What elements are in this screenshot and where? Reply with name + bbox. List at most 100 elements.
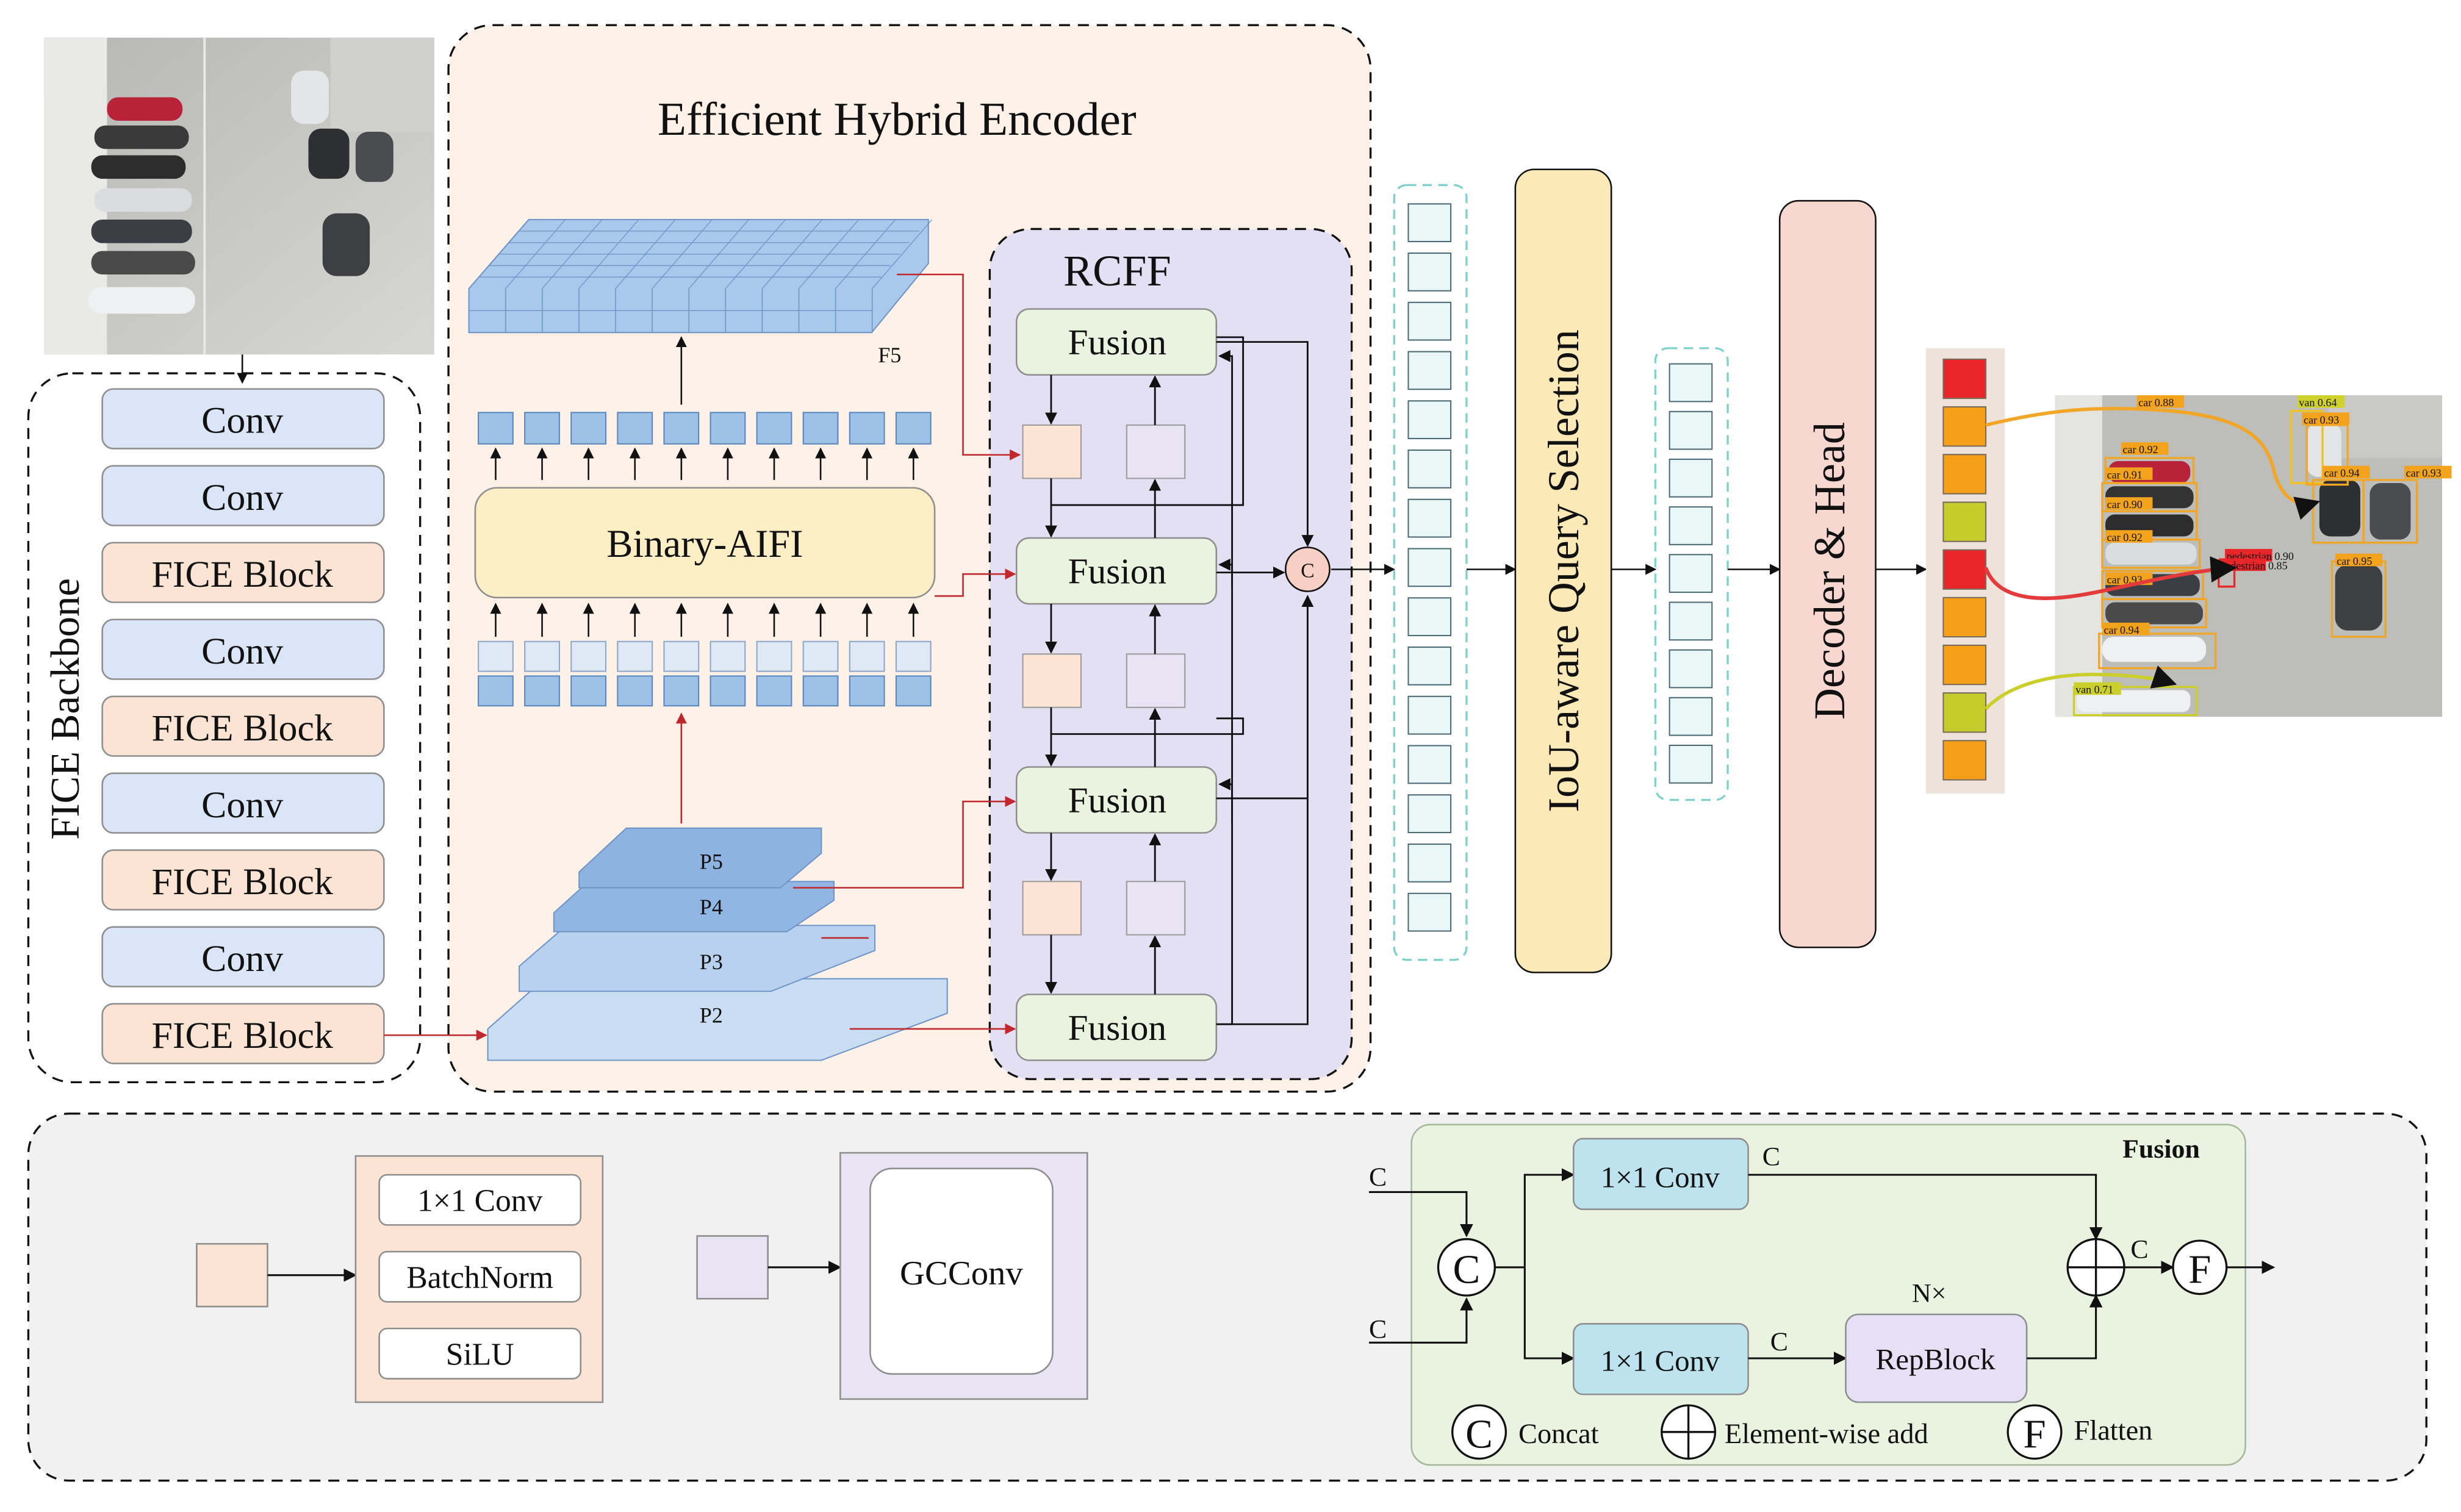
detection-label-bg <box>2404 465 2452 479</box>
query-token <box>1669 410 1713 450</box>
encoder-token <box>1407 450 1452 489</box>
backbone-frame <box>27 372 422 1084</box>
output-slot <box>1942 501 1987 542</box>
output-slot <box>1942 454 1987 495</box>
aifi-input-token <box>478 640 514 672</box>
detection-box <box>2072 686 2198 717</box>
aifi-input-token <box>617 675 653 707</box>
aifi-input-token <box>895 640 932 672</box>
output-slot <box>1942 597 1987 638</box>
detection-box <box>2101 598 2207 629</box>
query-token <box>1669 697 1713 736</box>
rcff-lavender-square <box>1126 881 1186 936</box>
rcff-fusion-block <box>1015 994 1218 1061</box>
detection-label: car 0.94 <box>2324 467 2360 479</box>
rcff-peach-square <box>1022 424 1082 479</box>
feature-pyramid: P5 P4 P3 P2 <box>487 827 948 1061</box>
detection-label: car 0.92 <box>2107 531 2143 543</box>
encoder-token <box>1407 597 1452 637</box>
rcff-lavender-square <box>1126 424 1186 479</box>
detection-label: van 0.71 <box>2075 684 2113 696</box>
encoder-token <box>1407 843 1452 883</box>
detection-label-bg <box>2105 530 2153 543</box>
aifi-output-token <box>710 412 746 445</box>
legend-gcconv-label: GCConv <box>900 1255 1023 1292</box>
query-token <box>1669 458 1713 498</box>
output-slot <box>1942 549 1987 590</box>
key-flatten-label: Flatten <box>2074 1416 2152 1447</box>
decoder-head-block <box>1778 199 1877 948</box>
legend-conv-item <box>378 1173 582 1226</box>
key-concat-icon <box>1451 1404 1507 1460</box>
encoder-title: Efficient Hybrid Encoder <box>658 93 1137 145</box>
detection-label: car 0.94 <box>2104 624 2139 636</box>
p2-label: P2 <box>700 1003 723 1028</box>
encoder-token <box>1407 647 1452 686</box>
fusion-conv-bottom-c: C <box>1770 1327 1788 1356</box>
encoder-token <box>1407 498 1452 538</box>
backbone-layer-label: FICE Block <box>151 1015 333 1056</box>
rcff-fusion-block <box>1015 766 1218 834</box>
fusion-repeat-label: N× <box>1912 1278 1946 1308</box>
rcff-fusion-label: Fusion <box>1068 780 1167 820</box>
aifi-input-token <box>756 640 792 672</box>
backbone-layer <box>101 695 385 757</box>
legend-conv-item-label: 1×1 Conv <box>417 1183 543 1218</box>
aifi-input-token <box>756 675 792 707</box>
fusion-input-c-bottom: C <box>1369 1315 1387 1344</box>
backbone-layer-label: Conv <box>201 784 283 826</box>
output-slot <box>1942 740 1987 781</box>
rcff-lavender-square <box>1126 653 1186 708</box>
rcff-peach-square <box>1022 653 1082 708</box>
aifi-output-token <box>570 412 607 445</box>
query-token <box>1669 649 1713 689</box>
binary-aifi-label: Binary-AIFI <box>606 522 803 565</box>
output-slot <box>1942 644 1987 686</box>
aifi-output-token <box>895 412 932 445</box>
encoder-token <box>1407 892 1452 932</box>
query-token-column <box>1654 347 1729 801</box>
backbone-layer-label: FICE Block <box>151 708 333 749</box>
backbone-layer-label: FICE Block <box>151 554 333 595</box>
encoder-token <box>1407 695 1452 735</box>
backbone-layer-label: Conv <box>201 631 283 672</box>
fusion-concat-symbol: C <box>1453 1247 1481 1292</box>
binary-aifi-block <box>474 487 936 599</box>
backbone-title: FICE Backbone <box>43 578 88 840</box>
detection-label: van 0.64 <box>2299 396 2337 409</box>
rcff-fusion-label: Fusion <box>1068 1008 1167 1048</box>
encoder-token <box>1407 203 1452 243</box>
aifi-output-token <box>756 412 792 445</box>
detection-label: car 0.93 <box>2406 467 2441 479</box>
aifi-input-token <box>570 675 607 707</box>
fusion-input-c-top: C <box>1369 1163 1387 1192</box>
backbone-layer <box>101 772 385 834</box>
fusion-flatten-symbol: F <box>2188 1247 2211 1292</box>
aifi-output-token <box>478 412 514 445</box>
encoder-token <box>1407 745 1452 784</box>
legend-peach-square <box>196 1242 268 1308</box>
aifi-input-token <box>524 675 560 707</box>
aifi-token-rows <box>478 412 932 707</box>
backbone-layer <box>101 388 385 450</box>
backbone-layer-label: FICE Block <box>151 861 333 903</box>
backbone-layer-label: Conv <box>201 477 283 518</box>
fusion-add-c: C <box>2130 1234 2148 1264</box>
aifi-input-token <box>802 675 839 707</box>
output-slot <box>1942 358 1987 399</box>
rcff-peach-square <box>1022 881 1082 936</box>
backbone-layer <box>101 926 385 987</box>
detection-box <box>2362 479 2418 544</box>
query-selection-label: IoU-aware Query Selection <box>1539 329 1588 812</box>
query-token <box>1669 363 1713 403</box>
detection-label-bg <box>2297 395 2345 408</box>
p4-label: P4 <box>700 895 723 919</box>
encoder-token <box>1407 253 1452 292</box>
detection-label-bg <box>2323 465 2370 479</box>
fusion-conv-top-label: 1×1 Conv <box>1601 1161 1720 1194</box>
rcff-connections <box>1045 336 1314 1025</box>
backbone-layer-label: Conv <box>201 938 283 980</box>
detection-label: car 0.93 <box>2304 414 2339 426</box>
encoder-token <box>1407 400 1452 440</box>
